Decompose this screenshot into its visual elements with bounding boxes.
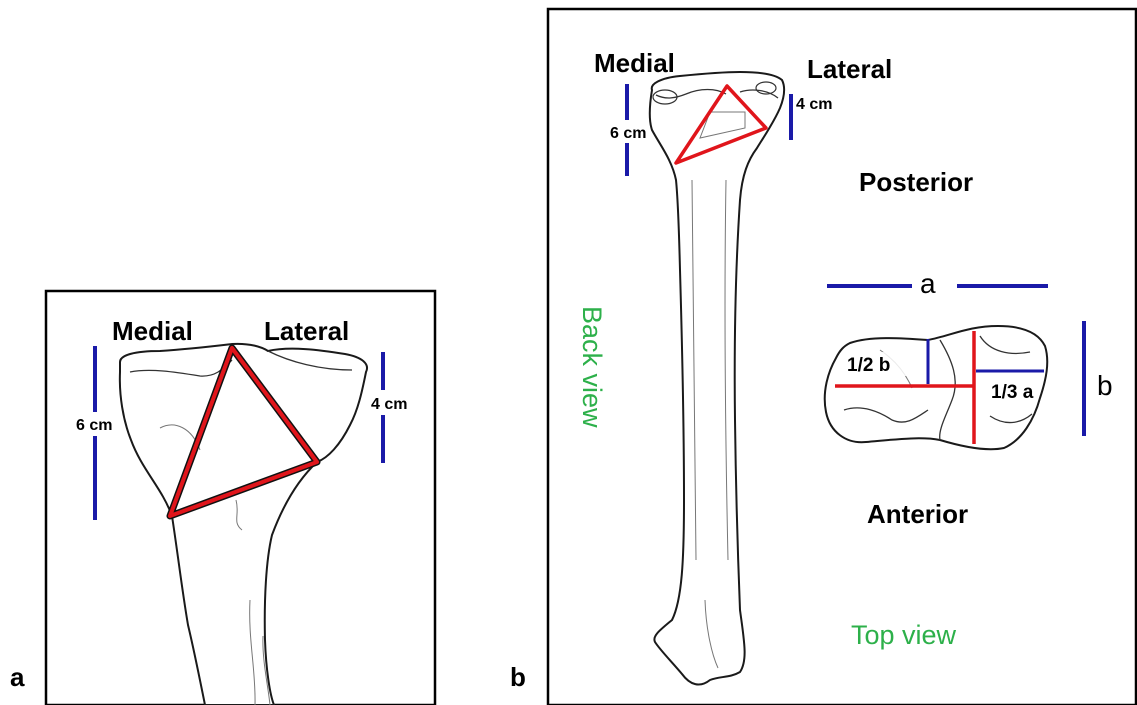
medial-label-b: Medial <box>594 48 675 78</box>
lateral-length-label-a: 4 cm <box>371 396 407 413</box>
medial-length-label-a: 6 cm <box>76 417 112 434</box>
medial-label-a: Medial <box>112 316 193 346</box>
lateral-label-a: Lateral <box>264 316 349 346</box>
lateral-length-label-b: 4 cm <box>796 96 832 113</box>
panel-a-letter: a <box>10 662 25 692</box>
top-view-label: Top view <box>851 620 957 650</box>
medial-length-label-b: 6 cm <box>610 125 646 142</box>
half-b-label: 1/2 b <box>847 355 890 376</box>
dim-a-label: a <box>920 268 936 299</box>
panel-b-letter: b <box>510 662 526 692</box>
back-view-label: Back view <box>577 306 607 428</box>
posterior-label: Posterior <box>859 167 973 197</box>
third-a-label: 1/3 a <box>991 382 1034 403</box>
lateral-label-b: Lateral <box>807 54 892 84</box>
anterior-label: Anterior <box>867 499 968 529</box>
dim-b-label: b <box>1097 370 1113 401</box>
panel-a: a 6 cm 4 cm Medial Lateral <box>10 291 435 705</box>
panel-b: b 6 cm 4 cm Medial Lateral Back view Pos… <box>510 9 1136 705</box>
